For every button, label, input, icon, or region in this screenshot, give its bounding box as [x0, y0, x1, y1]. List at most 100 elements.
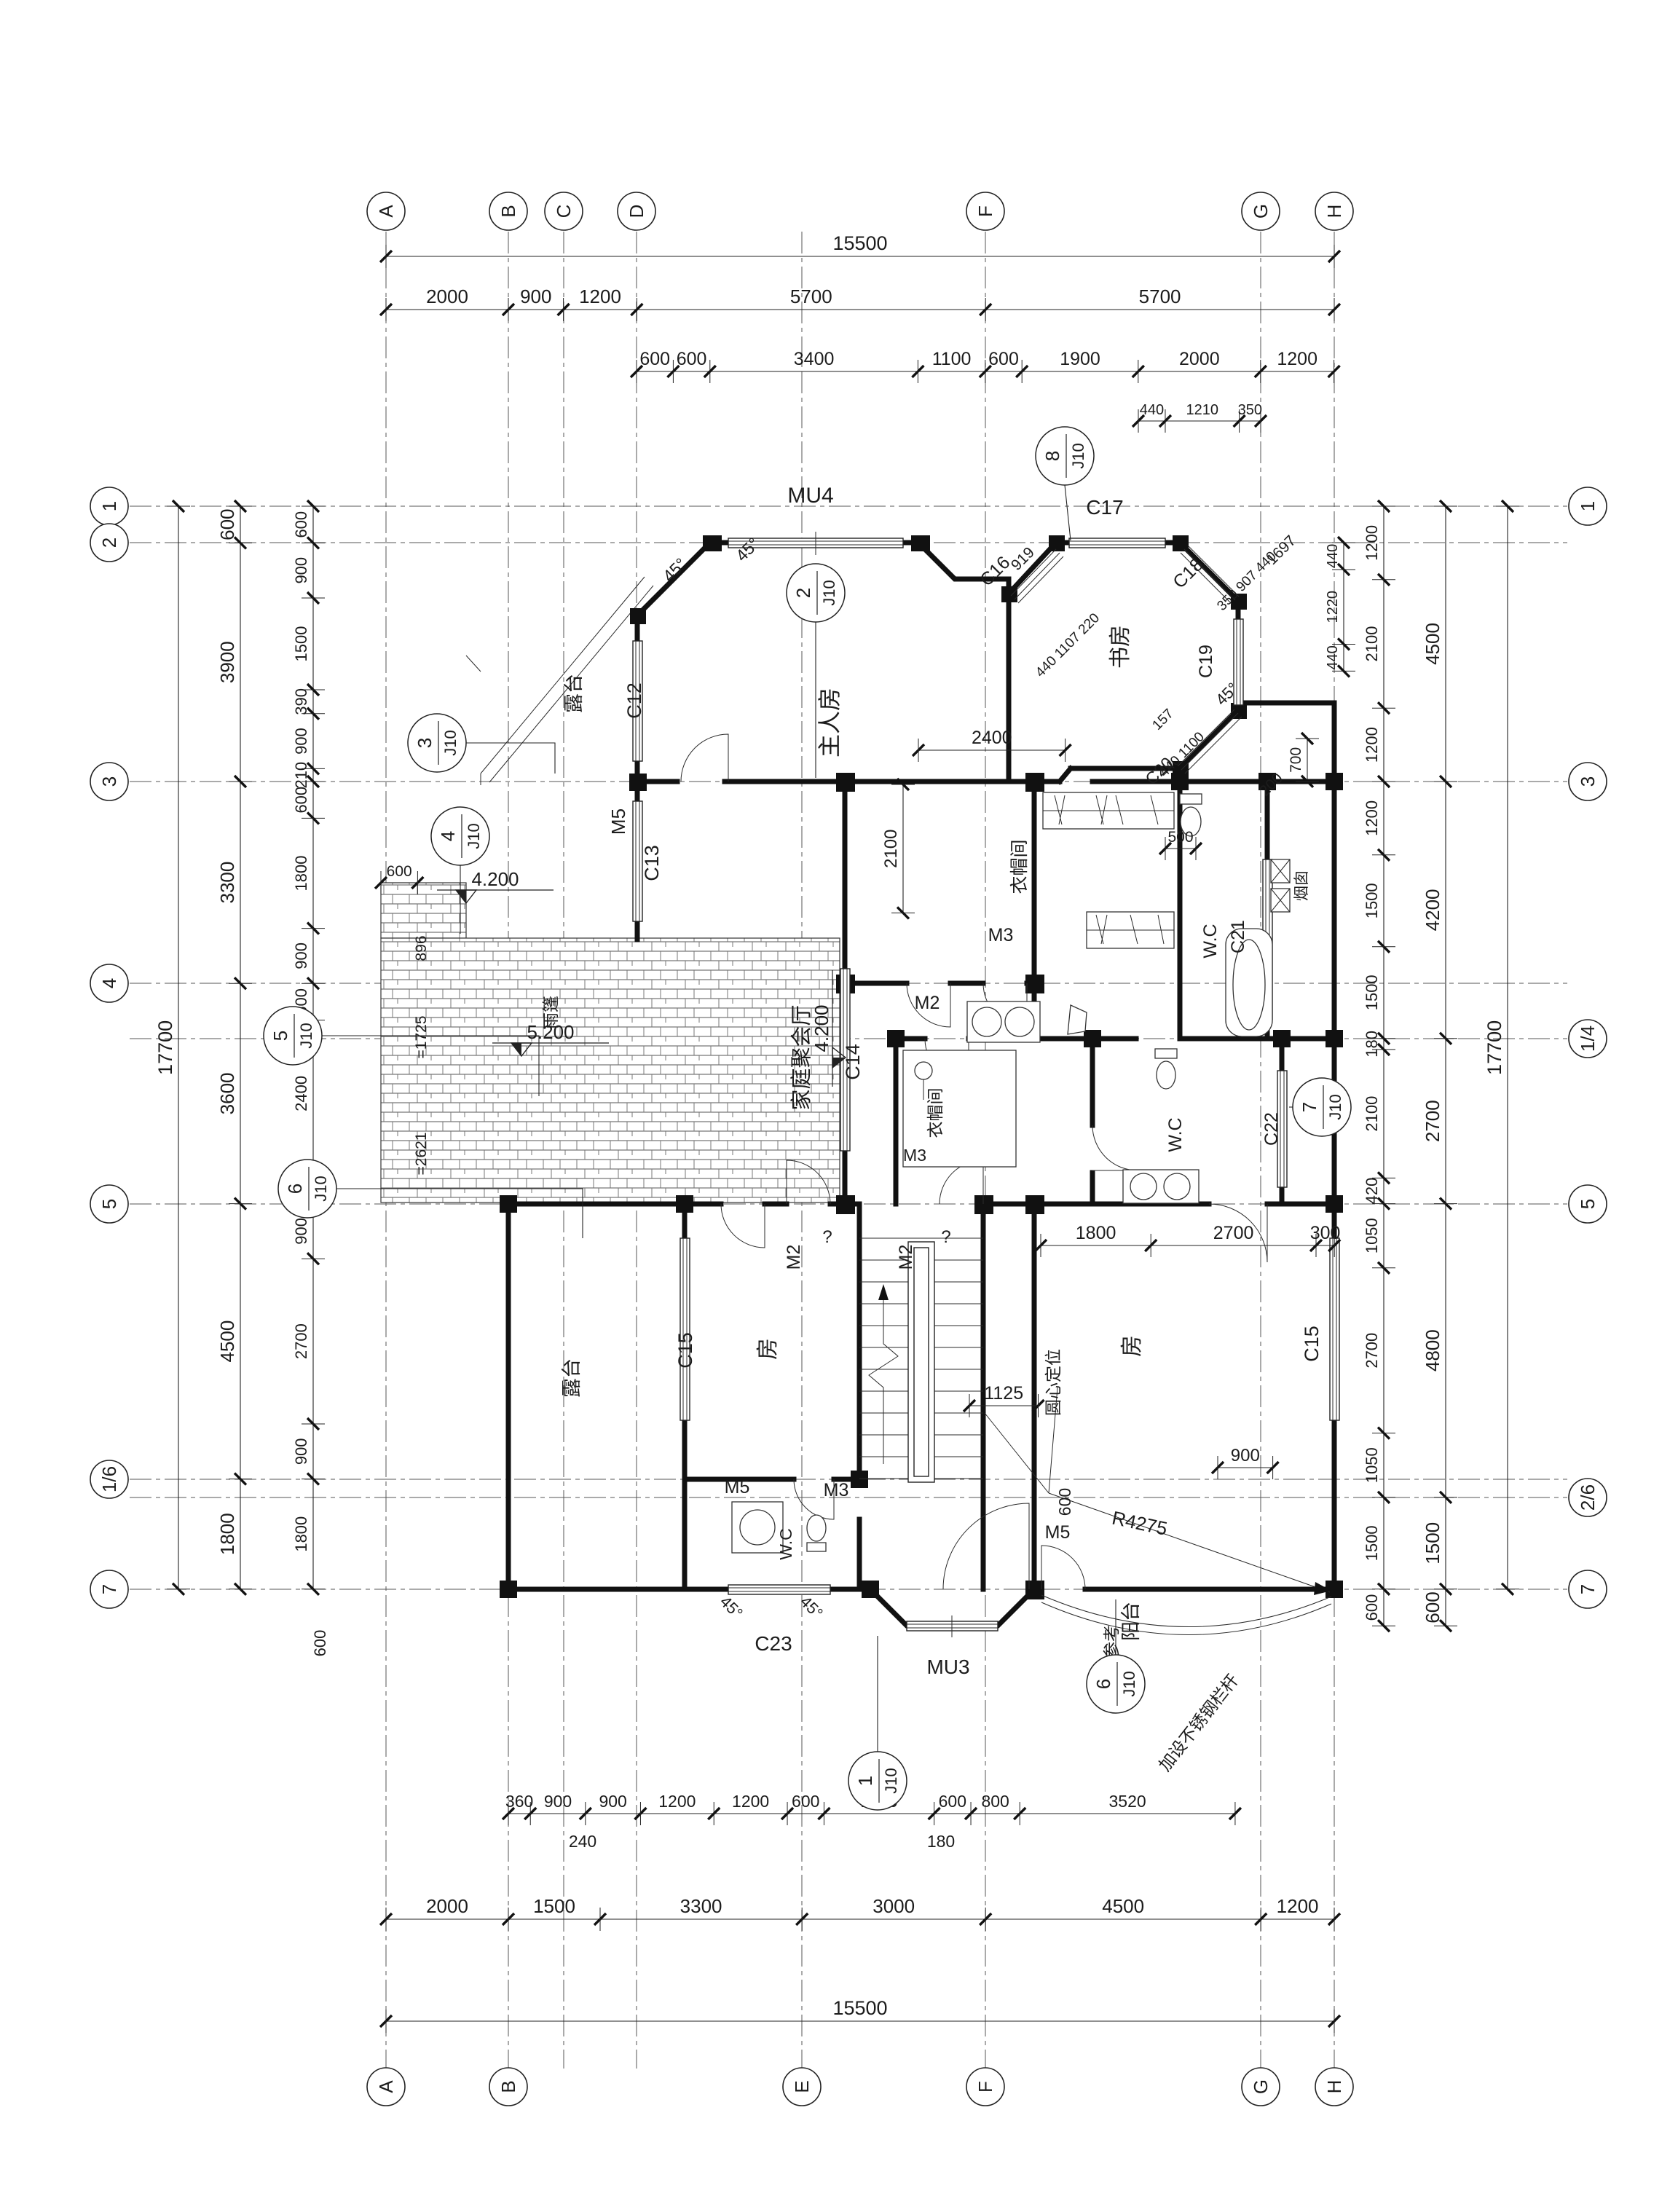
dim-label: 5700: [790, 286, 832, 307]
plan-label: 书房: [1108, 625, 1133, 669]
plan-label: R4275: [1110, 1507, 1169, 1540]
canopy-hatch: [380, 882, 840, 1203]
dim-label: 1125: [984, 1383, 1023, 1404]
dim-label: 2700: [1213, 1223, 1254, 1243]
dim-label: 1050: [1363, 1447, 1381, 1483]
axis-bubble-label: 1/6: [98, 1466, 120, 1492]
dim-label: 4800: [1422, 1329, 1443, 1371]
callout-leader: [466, 742, 556, 774]
plan-label: C21: [1228, 920, 1248, 953]
plan-label: 衣帽间: [926, 1088, 945, 1138]
terrace-railing-topleft: [465, 576, 654, 785]
dim-label: 1500: [533, 1895, 575, 1917]
window-C19: [1233, 618, 1244, 706]
dim-label: 300: [1310, 1223, 1341, 1243]
plan-label: C17: [1086, 496, 1123, 519]
dim-label: 4500: [1422, 623, 1443, 665]
dim-label: 1500: [1363, 1525, 1381, 1561]
dim-label: 15500: [832, 1997, 887, 2019]
dim-label: 1050: [1363, 1218, 1381, 1253]
axis-bubble: [966, 2067, 1005, 2106]
plan-label: 600: [311, 1630, 329, 1657]
axis-bubble-label: C: [553, 205, 575, 219]
plan-label: C22: [1261, 1112, 1282, 1146]
door-bedroomR: [1208, 1203, 1268, 1263]
svg-text:J10: J10: [820, 580, 838, 605]
plan-label: C19: [1196, 645, 1216, 678]
axis-bubble-label: H: [1323, 205, 1345, 219]
axis-bubble: [90, 964, 129, 1003]
dim-label: 4500: [1102, 1895, 1144, 1917]
plan-label: 45°: [797, 1592, 827, 1622]
dim-label: 600: [387, 863, 412, 880]
plan-label: 圆心定位: [1044, 1349, 1063, 1416]
axis-bubble: [366, 2067, 406, 2106]
door-M5a: [680, 733, 729, 782]
door-M5b: [720, 1203, 765, 1248]
svg-text:J10: J10: [441, 730, 460, 755]
stairs: [859, 1237, 983, 1483]
plan-label: C14: [842, 1044, 864, 1080]
dim-label: 900: [599, 1792, 626, 1811]
door-M2b: [786, 1160, 831, 1205]
axis-bubble: [1241, 2067, 1280, 2106]
plan-label: M2: [915, 993, 940, 1013]
plan-label: W.C: [1200, 924, 1221, 958]
dim-label: 600: [292, 511, 310, 538]
plan-label: 衣帽间: [1009, 839, 1030, 894]
svg-text:4: 4: [437, 831, 459, 841]
dim-label: 2000: [1179, 349, 1220, 369]
dim-label: 500: [1167, 829, 1193, 846]
axis-bubble: [1568, 487, 1607, 526]
axis-bubble: [90, 1460, 129, 1499]
dim-label: 1220: [1325, 591, 1341, 623]
dim-label: 600: [1363, 1594, 1381, 1621]
dim-label: 2700: [1422, 1100, 1443, 1142]
dim-label: 1800: [292, 1516, 310, 1552]
dim-label: 600: [988, 349, 1019, 369]
dim-label: 3300: [216, 862, 238, 904]
plan-label: 45°: [659, 554, 690, 586]
dim-label: 2400: [292, 1076, 310, 1111]
svg-text:6: 6: [1092, 1679, 1114, 1689]
center-locate-leaders: [984, 1387, 1058, 1494]
svg-text:1: 1: [854, 1776, 876, 1786]
level-mark: 4.200: [437, 868, 554, 905]
axis-bubble-label: 1: [1577, 501, 1599, 511]
axis-bubble: [617, 192, 656, 231]
window-MU4: [728, 532, 904, 555]
svg-text:4.200: 4.200: [471, 868, 519, 890]
svg-text:8: 8: [1041, 451, 1063, 461]
plan-label: 896: [413, 935, 430, 961]
plan-label: MU3: [926, 1656, 969, 1678]
window-MU3: [906, 1615, 998, 1637]
plan-label: M3: [824, 1480, 849, 1500]
dim-label: 3000: [873, 1895, 915, 1917]
axis-bubble-label: 1/4: [1577, 1026, 1599, 1052]
level-mark: 4.200: [811, 970, 847, 1087]
dim-label: 2100: [881, 830, 901, 868]
dim-label: 1500: [292, 626, 310, 662]
svg-text:5: 5: [269, 1031, 291, 1041]
dim-label: 1200: [1277, 1895, 1319, 1917]
dim-label: 3600: [216, 1072, 238, 1114]
axis-bubble-label: F: [974, 2081, 996, 2093]
axis-bubble: [1241, 192, 1280, 231]
axis-bubble-label: 3: [98, 776, 120, 787]
stair-direction-arrow: [868, 1293, 899, 1464]
axis-bubble-label: 2/6: [1577, 1484, 1599, 1511]
door-M5c: [1041, 1545, 1086, 1590]
axis-bubble-label: 1: [98, 501, 120, 511]
plan-label: C12: [623, 682, 645, 719]
plan-label: W.C: [776, 1528, 795, 1559]
dim-label: 390: [292, 688, 310, 715]
window-C15-left: [680, 1237, 690, 1421]
dim-label: 1200: [1363, 727, 1381, 763]
window-C16: [1010, 548, 1064, 604]
